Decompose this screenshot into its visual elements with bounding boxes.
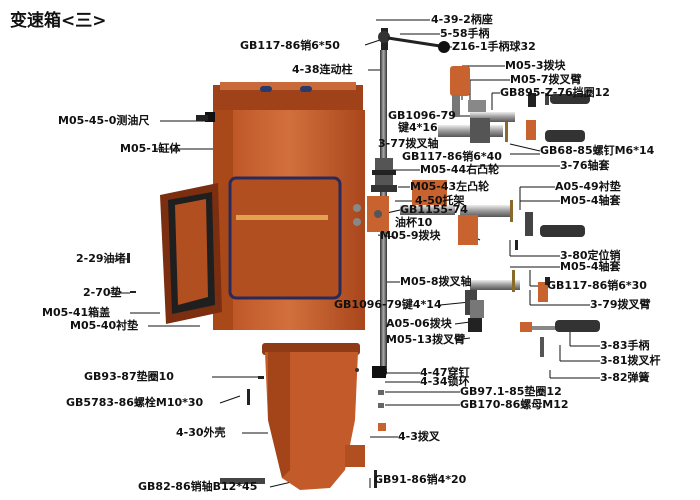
label-oil-plug: 2-29油堵	[76, 252, 126, 265]
label-cylinder-body: M05-1缸体	[120, 142, 181, 155]
label-left-cam: M05-43左凸轮	[410, 180, 490, 193]
label-pin-4x20: GB91-86销4*20	[374, 473, 467, 486]
label-retaining-ring: GB895-Z-76挡圈12	[500, 86, 610, 99]
gearbox-cylinder-body	[127, 82, 365, 330]
label-shift-fork: 4-3拨叉	[398, 430, 440, 443]
label-bracket: 4-50托架	[415, 194, 465, 207]
label-fork-arm-3-79: 3-79拨叉臂	[590, 298, 651, 311]
label-sleeve-m05-4-lower: M05-4轴套	[560, 260, 621, 273]
shift-handle-assembly	[367, 28, 450, 378]
label-fork-rod: 3-81拨叉杆	[600, 354, 661, 367]
label-locating-pin: 3-80定位销	[560, 249, 621, 262]
label-screw-m6x14: GB68-85螺钉M6*14	[540, 144, 655, 157]
label-clevis-pin: GB82-86销轴B12*45	[138, 480, 258, 493]
label-gasket-m05-40: M05-40衬垫	[70, 319, 139, 332]
label-dipstick: M05-45-0测油尺	[58, 114, 150, 127]
label-washer-2-70: 2-70垫	[83, 286, 122, 299]
label-pin-6x50: GB117-86销6*50	[240, 39, 340, 52]
label-outer-shell: 4-30外壳	[176, 426, 226, 439]
label-through-pin: 4-47穿钉	[420, 366, 470, 379]
label-handle-3-83: 3-83手柄	[600, 339, 650, 352]
label-sleeve-m05-4-upper: M05-4轴套	[560, 194, 621, 207]
label-handle-ball: Z16-1手柄球32	[452, 40, 536, 53]
label-box-cover: M05-41箱盖	[42, 306, 111, 319]
outer-shell	[262, 343, 365, 490]
label-handle: 5-58手柄	[440, 27, 490, 40]
label-pin-6x30: GB117-86销6*30	[547, 279, 647, 292]
label-pin-6x40: GB117-86销6*40	[402, 150, 502, 163]
label-oil-cup: 油杯10	[395, 216, 433, 229]
small-fasteners	[220, 376, 386, 488]
label-key-standard: GB1096-79	[388, 109, 456, 122]
label-nut-m12: GB170-86螺母M12	[460, 398, 569, 411]
label-lock-ring: 4-34锁环	[420, 375, 470, 388]
label-shift-block-m05-9: M05-9拨块	[380, 229, 441, 242]
label-right-cam: M05-44右凸轮	[420, 163, 500, 176]
label-key-4x16: 键4*16	[398, 121, 438, 134]
label-fork-arm-m05-13: M05-13拨叉臂	[386, 333, 466, 346]
label-spring: 3-82弹簧	[600, 371, 650, 384]
fork-shaft-parts	[400, 66, 600, 357]
page-title: 变速箱<三>	[10, 11, 107, 31]
label-fork-shaft-3-77: 3-77拨叉轴	[378, 137, 439, 150]
label-sleeve-3-76: 3-76轴套	[560, 159, 610, 172]
label-fork-arm-m05-7: M05-7拨叉臂	[510, 73, 582, 86]
label-key-4x14: GB1096-79键4*14	[334, 298, 442, 311]
label-shift-block-a05-06: A05-06拨块	[386, 317, 452, 330]
label-oil-cup-standard: GB1155-74	[400, 203, 468, 216]
label-washer-12: GB97.1-85垫圈12	[460, 385, 562, 398]
label-bolt-m10x30: GB5783-86螺栓M10*30	[66, 396, 204, 409]
label-linkage-column: 4-38连动柱	[292, 63, 353, 76]
label-washer-10: GB93-87垫圈10	[84, 370, 174, 383]
label-handle-base: 4-39-2柄座	[431, 13, 493, 26]
label-fork-shaft-m05-8: M05-8拨叉轴	[400, 275, 472, 288]
label-gasket-a05-49: A05-49衬垫	[555, 180, 621, 193]
label-shift-block-m05-3: M05-3拨块	[505, 59, 566, 72]
